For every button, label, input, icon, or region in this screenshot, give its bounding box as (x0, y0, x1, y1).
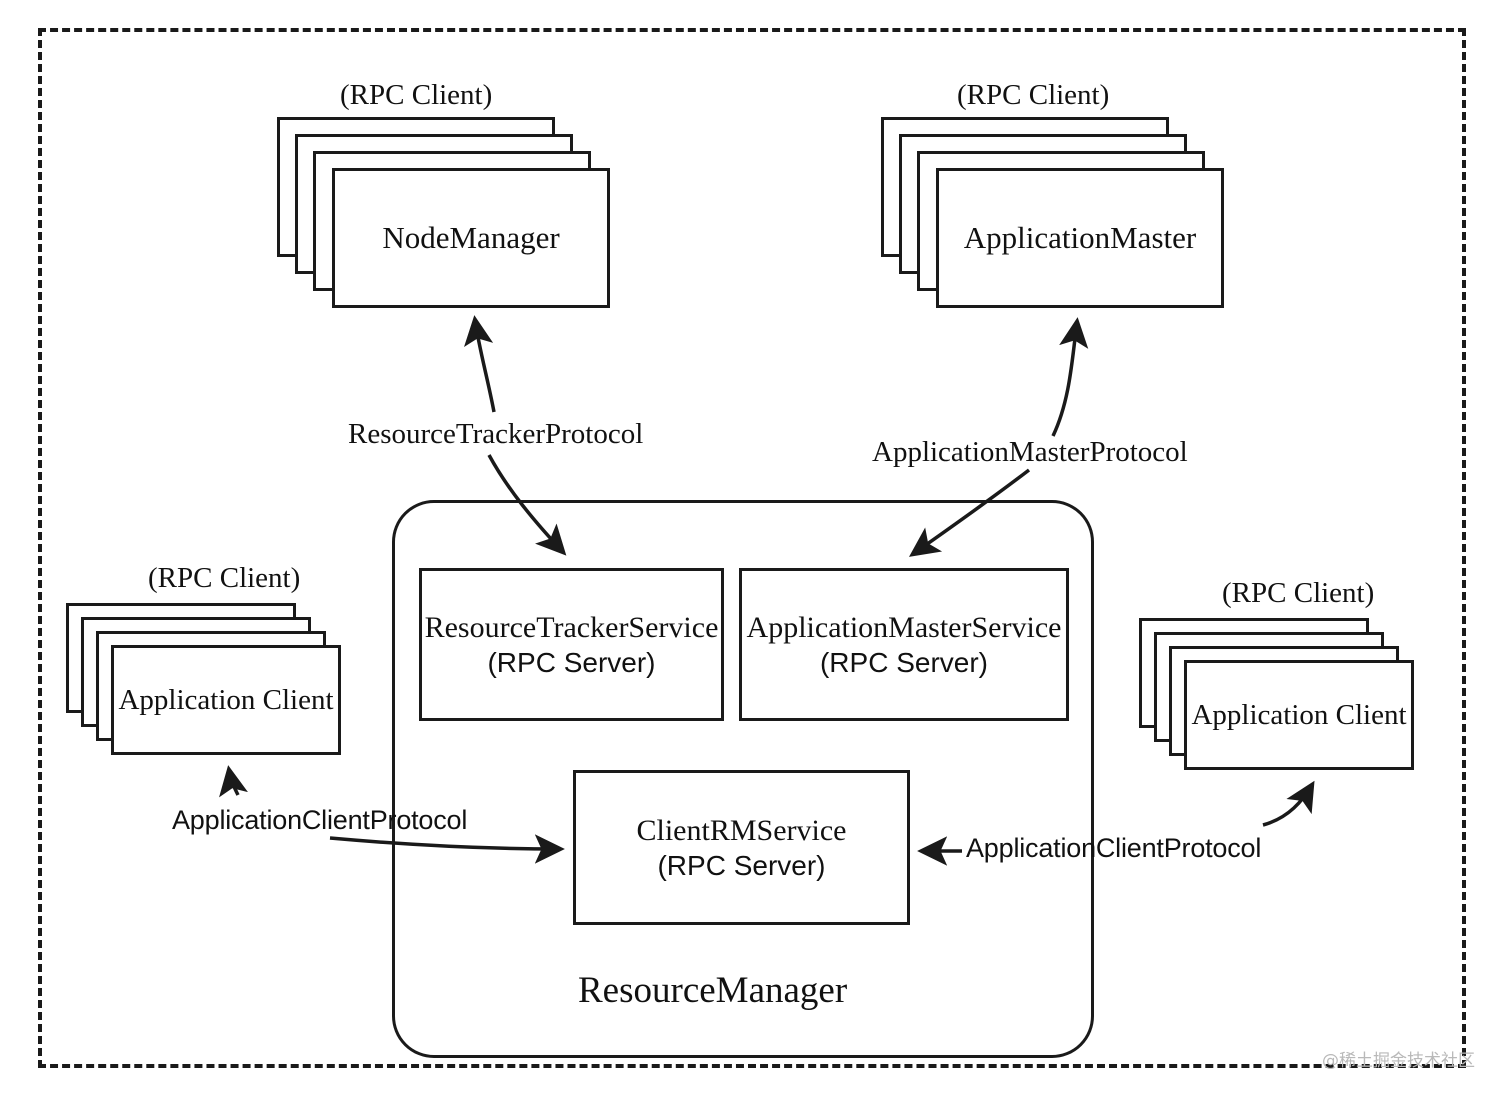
resource-tracker-service-title: ResourceTrackerService (424, 611, 719, 645)
resource-tracker-service-subtitle: (RPC Server) (487, 646, 656, 678)
resource-tracker-protocol-label: ResourceTrackerProtocol (348, 418, 644, 450)
application-master-service-title: ApplicationMasterService (746, 611, 1062, 645)
application-client-protocol-left-label: ApplicationClientProtocol (172, 805, 468, 835)
application-master-stack[interactable]: ApplicationMaster (881, 117, 1241, 308)
application-master-box[interactable]: ApplicationMaster (936, 168, 1224, 308)
client-rm-service-title: ClientRMService (636, 814, 847, 848)
watermark-text: @稀土掘金技术社区 (1322, 1051, 1475, 1071)
client-rm-service-box[interactable]: ClientRMService (RPC Server) (573, 770, 910, 925)
application-client-right-label: Application Client (1191, 698, 1407, 731)
application-master-protocol-label: ApplicationMasterProtocol (872, 436, 1188, 468)
application-master-service-subtitle: (RPC Server) (819, 646, 988, 678)
node-manager-label: NodeManager (382, 220, 560, 255)
application-master-service-box[interactable]: ApplicationMasterService (RPC Server) (739, 568, 1069, 721)
rpc-client-caption-nodemanager: (RPC Client) (340, 79, 493, 111)
node-manager-stack[interactable]: NodeManager (277, 117, 610, 308)
rpc-client-caption-left: (RPC Client) (148, 562, 301, 594)
resource-manager-container[interactable] (392, 500, 1094, 1058)
resource-manager-label: ResourceManager (578, 970, 848, 1011)
cluster-boundary (38, 28, 1466, 1068)
resource-tracker-service-box[interactable]: ResourceTrackerService (RPC Server) (419, 568, 724, 721)
node-manager-box[interactable]: NodeManager (332, 168, 610, 308)
client-rm-service-subtitle: (RPC Server) (657, 849, 826, 881)
application-client-left-stack[interactable]: Application Client (66, 603, 366, 763)
application-master-label: ApplicationMaster (963, 220, 1197, 255)
application-client-right-stack[interactable]: Application Client (1139, 618, 1439, 778)
rpc-client-caption-right: (RPC Client) (1222, 577, 1375, 609)
application-client-left-label: Application Client (118, 683, 334, 716)
application-client-right-box[interactable]: Application Client (1184, 660, 1414, 770)
application-client-protocol-right-label: ApplicationClientProtocol (966, 833, 1262, 863)
application-client-left-box[interactable]: Application Client (111, 645, 341, 755)
rpc-client-caption-applicationmaster: (RPC Client) (957, 79, 1110, 111)
